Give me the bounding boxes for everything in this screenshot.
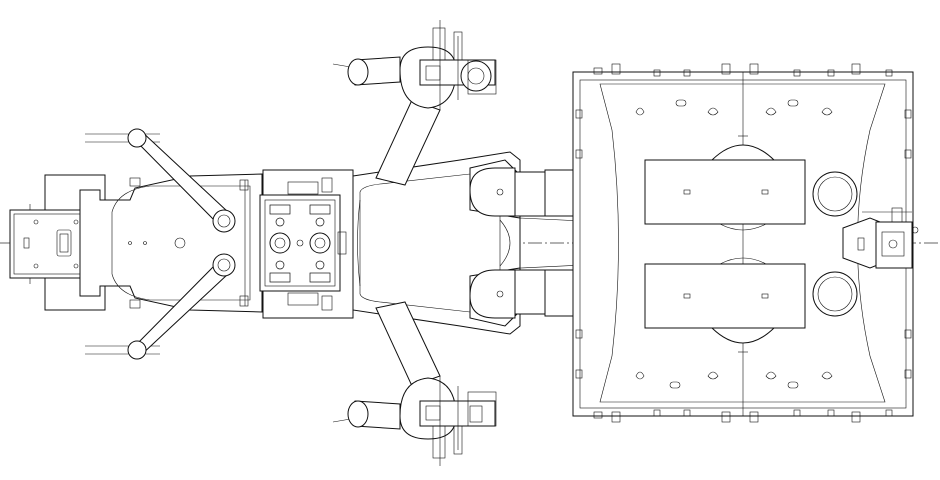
rear-chassis-frame: [79, 173, 263, 313]
front-wheel-assembly-upper: [332, 20, 497, 186]
rear-suspension-arm-lower: [85, 253, 236, 360]
front-wheel-assembly-lower: [332, 301, 497, 466]
engine-housing-box: [572, 63, 919, 423]
center-electronics-bay: [259, 169, 354, 319]
rear-suspension-arm-upper: [85, 128, 236, 233]
